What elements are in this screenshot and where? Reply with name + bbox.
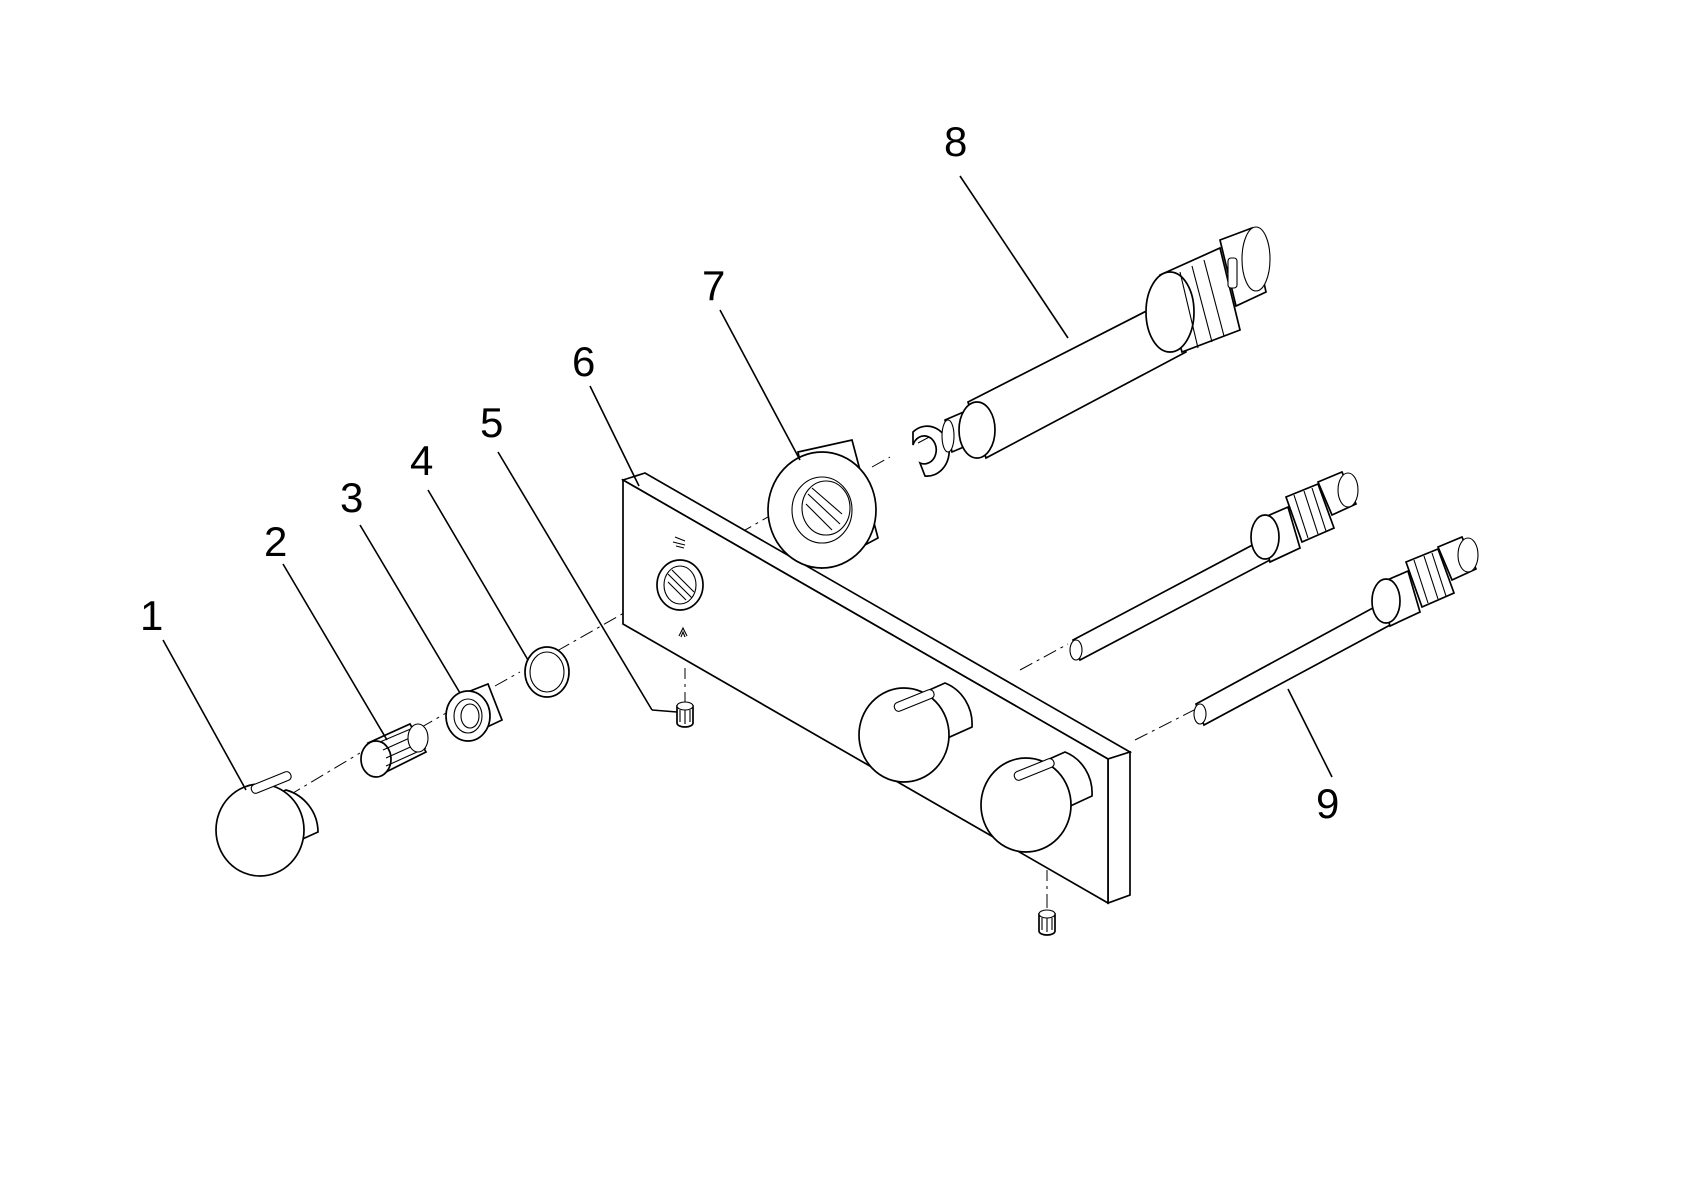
callout-9: 9 [1316,780,1339,827]
callout-2: 2 [264,518,287,565]
part-8-thermostatic-cartridge [912,226,1271,477]
part-6-cover-plate [620,472,1133,905]
part-1-knob [215,771,319,877]
callout-7: 7 [702,262,725,309]
part-9-valve-spindle-upper [1069,470,1359,662]
callout-5: 5 [480,399,503,446]
part-2-spline-adapter [360,722,429,778]
part-7-rosette [767,438,879,570]
part-5-set-screw [676,701,694,728]
callout-8: 8 [944,118,967,165]
shower-head-symbol [678,626,688,638]
callout-numbers: 1 2 3 4 5 6 7 8 9 [140,118,1339,827]
part-4-o-ring [524,646,570,698]
callout-4: 4 [410,437,433,484]
leader-lines [162,175,1333,791]
callout-1: 1 [140,592,163,639]
part-3-bushing [445,682,504,742]
callout-3: 3 [340,474,363,521]
set-screw-lower [1038,909,1056,936]
callout-6: 6 [572,338,595,385]
shower-hand-symbol [672,536,686,549]
part-9-valve-spindle-lower [1193,535,1479,727]
